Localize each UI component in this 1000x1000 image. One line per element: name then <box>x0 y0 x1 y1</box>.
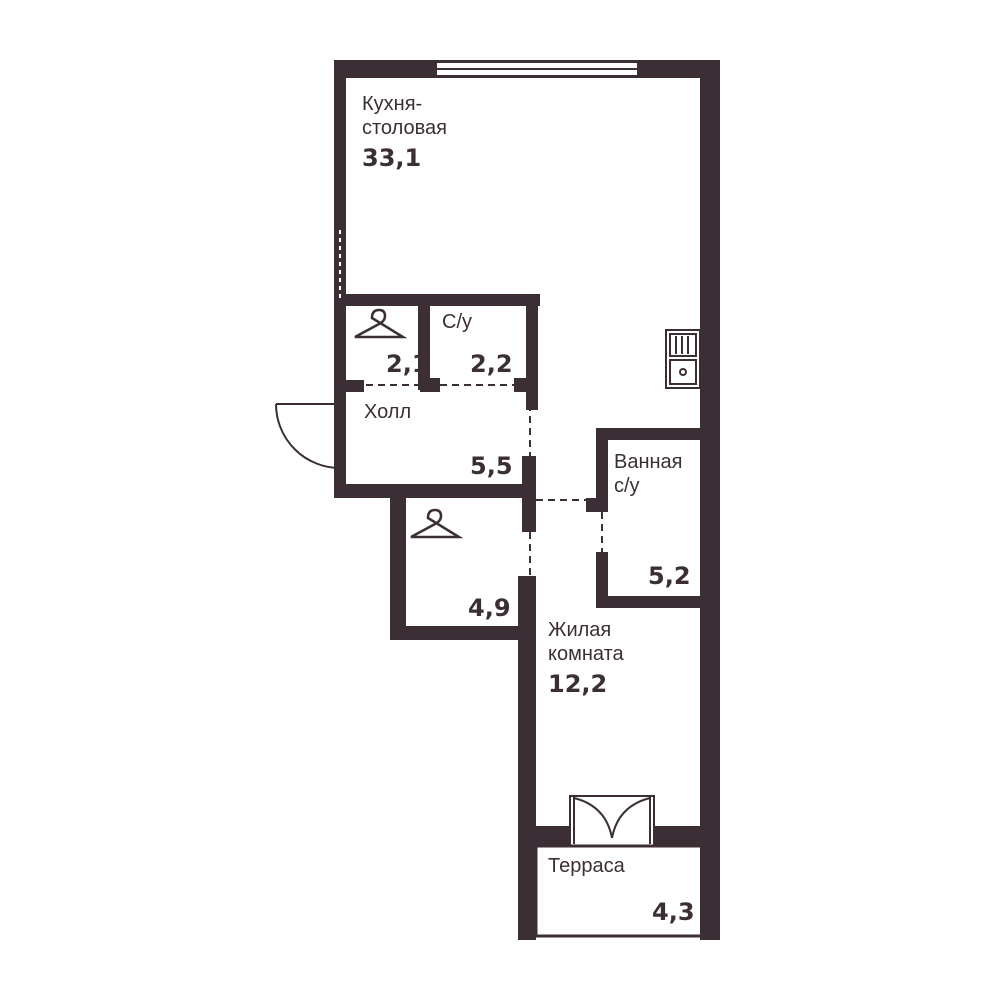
window-top <box>435 61 639 77</box>
walls <box>334 60 720 940</box>
entrance-door <box>275 403 341 470</box>
wall-hall-lower <box>334 484 534 498</box>
wall-right <box>700 60 720 940</box>
living-name-line2: комната <box>548 643 625 665</box>
wall-hall-stub-door <box>334 470 346 498</box>
kitchen-name-line1: Кухня- <box>362 93 422 115</box>
terrace-door <box>569 795 655 847</box>
wall-wardrobe-left <box>390 484 406 640</box>
hall-area: 5,5 <box>470 452 513 480</box>
terrace-name: Терраса <box>548 855 626 877</box>
wall-toilet-right <box>526 300 538 410</box>
wall-kitchen-lower <box>334 294 540 306</box>
wardrobe-large-area: 4,9 <box>468 594 511 622</box>
living-area: 12,2 <box>548 670 607 698</box>
wall-bath-bottom <box>596 596 706 608</box>
bathroom-area: 5,2 <box>648 562 691 590</box>
wall-wardrobe-toilet <box>418 300 430 390</box>
wardrobe-small-area: 2,1 <box>386 350 429 378</box>
wall-stub-bath <box>586 498 608 512</box>
kitchen-area: 33,1 <box>362 144 421 172</box>
openings <box>366 384 603 576</box>
wall-hall-stub-left <box>334 380 364 392</box>
bathroom-name-line2: с/у <box>614 475 640 497</box>
wall-bath-left-lower <box>596 552 608 608</box>
wall-center-mid <box>522 498 536 532</box>
wall-terrace-right <box>654 826 720 846</box>
living-name-line1: Жилая <box>548 619 611 641</box>
wall-stub-mid <box>420 378 440 392</box>
terrace-area: 4,3 <box>652 898 695 926</box>
wall-terrace-left <box>518 826 570 846</box>
hall-name: Холл <box>364 401 411 423</box>
wall-bath-top <box>596 428 706 440</box>
wall-bath-left-upper <box>596 428 608 510</box>
bathroom-name-line1: Ванная <box>614 451 683 473</box>
hanger-icon <box>354 308 408 339</box>
wall-wardrobe-bottom <box>390 626 536 640</box>
kitchen-name-line2: столовая <box>362 117 447 139</box>
wall-center-upper <box>522 456 536 498</box>
toilet-area: 2,2 <box>470 350 513 378</box>
hanger-icon <box>410 508 464 539</box>
wall-stub-right <box>514 378 538 392</box>
toilet-name: С/у <box>442 311 472 333</box>
sink-icon <box>665 329 701 389</box>
